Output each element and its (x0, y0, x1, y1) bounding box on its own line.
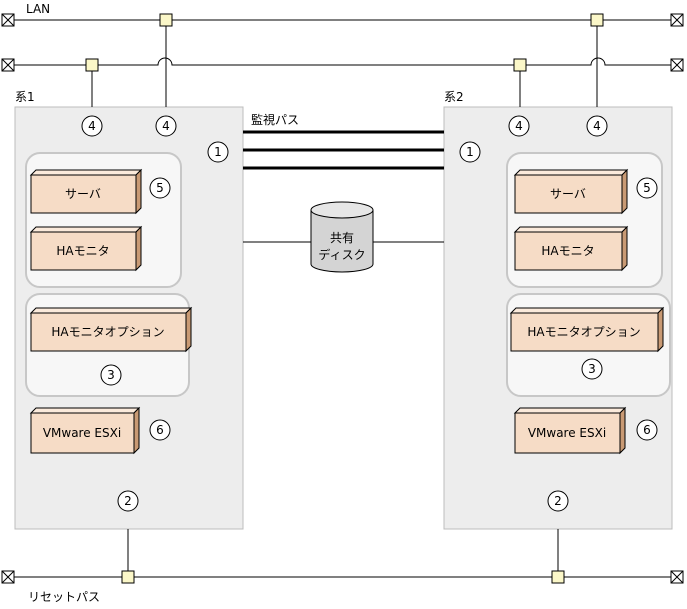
lan-connectors (85, 13, 604, 72)
reset-path-endpoints (1, 570, 684, 584)
marker-4-s1a (81, 115, 103, 137)
system1-vmware-box: VMware ESXi (29, 406, 141, 455)
marker-6-s2 (636, 419, 658, 441)
system1-vmware-label: VMware ESXi (43, 426, 121, 440)
markers (81, 115, 658, 512)
system2-vmware-box: VMware ESXi (513, 406, 627, 455)
terminator-icon (670, 58, 684, 72)
marker-6-s1 (149, 419, 171, 441)
marker-label: 6 (156, 423, 164, 437)
marker-5-s2 (636, 177, 658, 199)
lan-label: LAN (26, 2, 50, 16)
marker-label: 2 (124, 494, 132, 508)
system1-server-label: サーバ (65, 187, 101, 201)
terminator-icon (670, 570, 684, 584)
system2-title: 系2 (444, 90, 464, 104)
terminator-icon (670, 13, 684, 27)
connector-icon (159, 13, 173, 27)
marker-5-s1 (149, 177, 171, 199)
connector-icon (121, 570, 135, 584)
marker-numbers: 4 4 1 5 3 6 2 4 4 1 5 3 6 2 (88, 119, 651, 508)
system1-server-box: サーバ (29, 168, 143, 215)
system2-server-box: サーバ (513, 168, 629, 215)
monitor-path-label: 監視パス (251, 112, 299, 127)
shared-disk-label-2: ディスク (318, 247, 365, 262)
marker-4-s1b (155, 115, 177, 137)
connector-icon (590, 13, 604, 27)
terminator-icon (1, 58, 15, 72)
marker-label: 4 (162, 119, 170, 133)
marker-label: 6 (643, 423, 651, 437)
reset-path (8, 529, 677, 578)
disk-icon (310, 210, 374, 273)
marker-label: 2 (554, 494, 562, 508)
marker-1-s2 (459, 141, 481, 163)
marker-4-s2a (508, 115, 530, 137)
system1-ha-option-box: HAモニタオプション (29, 306, 193, 353)
system2-ha-option-box: HAモニタオプション (509, 306, 665, 353)
marker-2-s2 (547, 490, 569, 512)
system2-ha-option-label: HAモニタオプション (527, 325, 640, 339)
shared-disk-label-1: 共有 (330, 231, 354, 245)
connector-icon (513, 58, 527, 72)
marker-4-s2b (586, 115, 608, 137)
system2-server-label: サーバ (550, 187, 586, 201)
marker-3-s2 (581, 358, 603, 380)
system2-ha-monitor-box: HAモニタ (513, 225, 629, 272)
system1-ha-monitor-label: HAモニタ (56, 244, 109, 258)
marker-label: 4 (515, 119, 523, 133)
terminator-icon (1, 13, 15, 27)
terminator-icon (1, 570, 15, 584)
monitor-path (243, 130, 444, 170)
connector-icon (551, 570, 565, 584)
marker-label: 5 (156, 181, 164, 195)
marker-label: 1 (466, 145, 474, 159)
shared-disk: 共有 ディスク (243, 201, 444, 273)
marker-2-s1 (117, 490, 139, 512)
system2-ha-monitor-label: HAモニタ (541, 244, 594, 258)
marker-1-s1 (207, 141, 229, 163)
system1-ha-option-label: HAモニタオプション (51, 325, 164, 339)
marker-label: 3 (107, 368, 115, 382)
lan-terminators (1, 13, 684, 72)
connector-icon (85, 58, 99, 72)
marker-label: 3 (588, 362, 596, 376)
system2-vmware-label: VMware ESXi (528, 426, 606, 440)
marker-label: 4 (88, 119, 96, 133)
system1-title: 系1 (15, 90, 35, 104)
lan-network (8, 19, 677, 107)
reset-path-label: リセットパス (28, 590, 100, 604)
marker-label: 1 (214, 145, 222, 159)
marker-3-s1 (100, 364, 122, 386)
marker-label: 4 (593, 119, 601, 133)
system1-ha-monitor-box: HAモニタ (29, 225, 143, 272)
marker-label: 5 (643, 181, 651, 195)
